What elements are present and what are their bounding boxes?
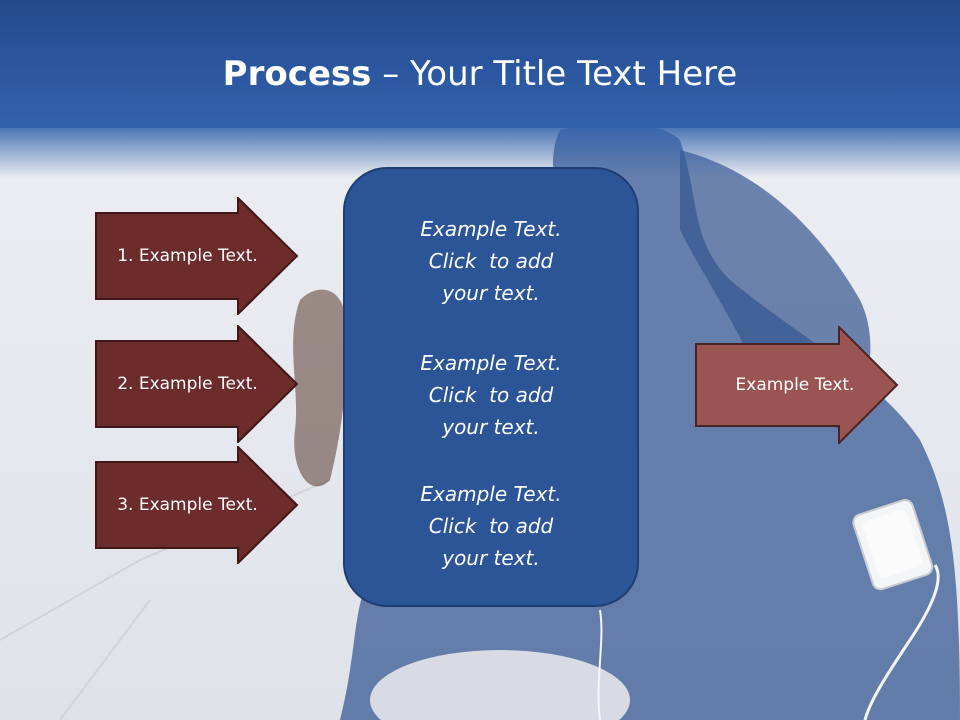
center-text-block-1[interactable]: Example Text. Click to add your text.	[343, 213, 639, 309]
title-bold: Process	[222, 54, 372, 94]
center-text-block-3[interactable]: Example Text. Click to add your text.	[343, 478, 639, 574]
process-arrow-label: 3. Example Text.	[117, 495, 258, 515]
slide-title: Process – Your Title Text Here	[0, 52, 960, 96]
title-rest: Your Title Text Here	[410, 54, 738, 94]
process-arrow-label: 1. Example Text.	[117, 246, 258, 266]
center-text-line: Click to add	[428, 383, 554, 407]
arrow-shape-icon	[95, 325, 299, 443]
center-text-line: Example Text.	[420, 482, 562, 506]
arrow-shape-icon	[695, 326, 899, 444]
result-arrow[interactable]: Example Text.	[695, 326, 899, 444]
result-arrow-label: Example Text.	[735, 375, 855, 395]
center-text-line: your text.	[442, 281, 540, 305]
process-arrow-3[interactable]: 3. Example Text.	[95, 446, 299, 564]
center-text-block-2[interactable]: Example Text. Click to add your text.	[343, 347, 639, 443]
process-arrow-2[interactable]: 2. Example Text.	[95, 325, 299, 443]
process-arrow-label: 2. Example Text.	[117, 374, 258, 394]
title-dash: –	[371, 54, 411, 94]
center-text-line: Example Text.	[420, 351, 562, 375]
center-text-line: Example Text.	[420, 217, 562, 241]
center-text-line: Click to add	[428, 514, 554, 538]
center-content-box[interactable]	[343, 167, 639, 607]
process-arrow-1[interactable]: 1. Example Text.	[95, 197, 299, 315]
center-text-line: your text.	[442, 415, 540, 439]
arrow-shape-icon	[95, 446, 299, 564]
center-text-line: Click to add	[428, 249, 554, 273]
header-bar	[0, 0, 960, 128]
arrow-shape-icon	[95, 197, 299, 315]
center-text-line: your text.	[442, 546, 540, 570]
